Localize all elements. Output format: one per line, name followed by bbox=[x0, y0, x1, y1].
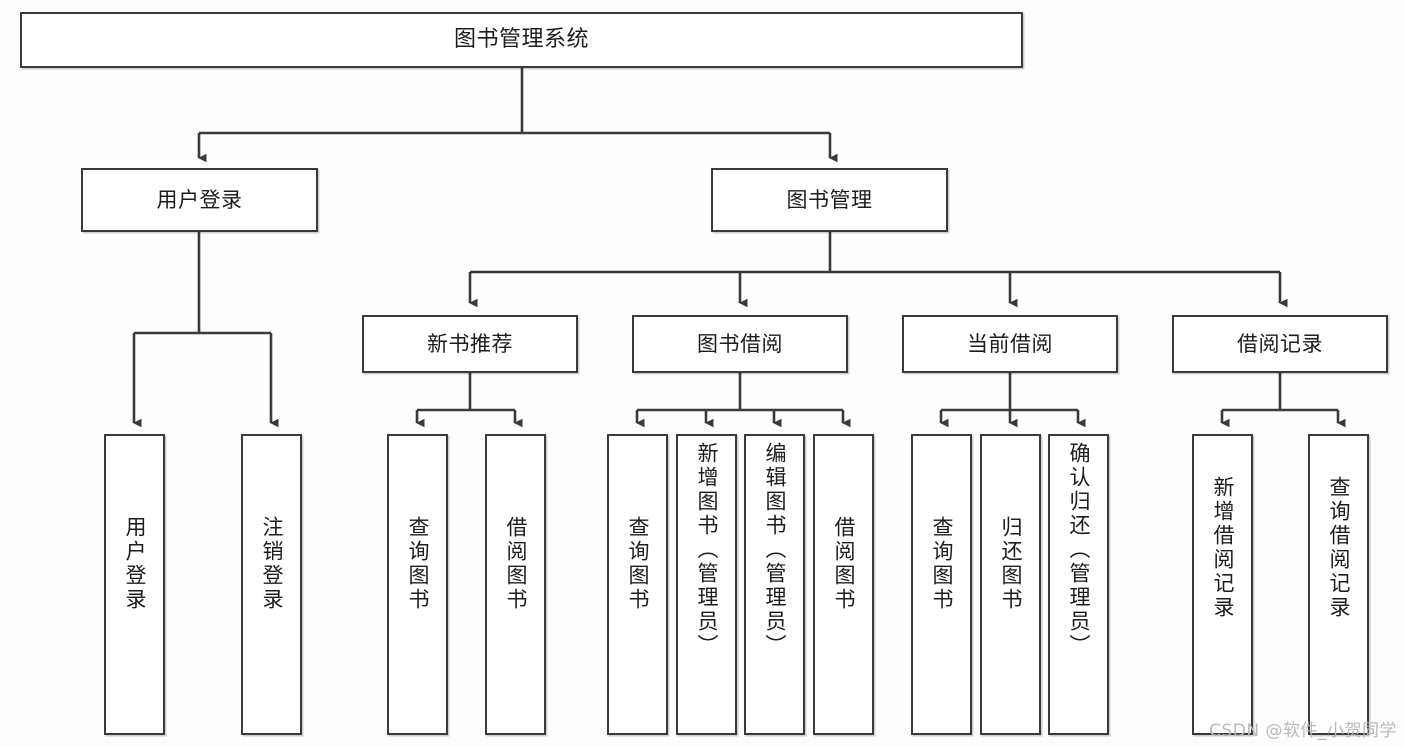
leaf-query-book-3[interactable]: 查询图书 bbox=[911, 434, 972, 735]
leaf-query-book-1[interactable]: 查询图书 bbox=[387, 434, 448, 735]
leaf-user-login-label: 用户登录 bbox=[123, 516, 147, 612]
node-book-borrow-label: 图书借阅 bbox=[697, 331, 783, 356]
node-book-management[interactable]: 图书管理 bbox=[711, 168, 948, 232]
node-root-label: 图书管理系统 bbox=[453, 27, 589, 53]
node-borrow-record-label: 借阅记录 bbox=[1237, 331, 1323, 356]
leaf-add-record[interactable]: 新增借阅记录 bbox=[1192, 434, 1253, 735]
leaf-borrow-book-2-label: 借阅图书 bbox=[832, 516, 856, 612]
leaf-query-record[interactable]: 查询借阅记录 bbox=[1308, 434, 1369, 735]
leaf-logout-login[interactable]: 注销登录 bbox=[241, 434, 302, 735]
leaf-query-book-3-label: 查询图书 bbox=[930, 516, 954, 612]
node-current-borrow-label: 当前借阅 bbox=[967, 331, 1053, 356]
leaf-add-record-label: 新增借阅记录 bbox=[1211, 476, 1235, 620]
leaf-query-book-1-label: 查询图书 bbox=[406, 516, 430, 612]
leaf-query-record-label: 查询借阅记录 bbox=[1327, 476, 1351, 620]
leaf-user-login[interactable]: 用户登录 bbox=[104, 434, 165, 735]
leaf-borrow-book-2[interactable]: 借阅图书 bbox=[813, 434, 874, 735]
node-user-login[interactable]: 用户登录 bbox=[81, 168, 318, 232]
leaf-edit-book-label: 编辑图书（管理员） bbox=[763, 442, 787, 658]
node-user-login-label: 用户登录 bbox=[156, 187, 243, 212]
leaf-confirm-return[interactable]: 确认归还（管理员） bbox=[1048, 434, 1109, 735]
leaf-borrow-book-1-label: 借阅图书 bbox=[504, 516, 528, 612]
leaf-add-book[interactable]: 新增图书（管理员） bbox=[676, 434, 737, 735]
leaf-confirm-return-label: 确认归还（管理员） bbox=[1067, 442, 1091, 658]
leaf-edit-book[interactable]: 编辑图书（管理员） bbox=[744, 434, 805, 735]
leaf-borrow-book-1[interactable]: 借阅图书 bbox=[485, 434, 546, 735]
leaf-query-book-2-label: 查询图书 bbox=[626, 516, 650, 612]
leaf-logout-login-label: 注销登录 bbox=[260, 516, 284, 612]
node-new-book-recommend-label: 新书推荐 bbox=[427, 331, 513, 356]
node-current-borrow[interactable]: 当前借阅 bbox=[902, 315, 1118, 373]
node-new-book-recommend[interactable]: 新书推荐 bbox=[362, 315, 578, 373]
leaf-query-book-2[interactable]: 查询图书 bbox=[607, 434, 668, 735]
leaf-add-book-label: 新增图书（管理员） bbox=[695, 442, 719, 658]
leaf-return-book-label: 归还图书 bbox=[999, 516, 1023, 612]
leaf-return-book[interactable]: 归还图书 bbox=[980, 434, 1041, 735]
node-book-borrow[interactable]: 图书借阅 bbox=[632, 315, 848, 373]
node-root[interactable]: 图书管理系统 bbox=[20, 12, 1023, 68]
node-borrow-record[interactable]: 借阅记录 bbox=[1172, 315, 1388, 373]
node-book-management-label: 图书管理 bbox=[786, 187, 873, 212]
